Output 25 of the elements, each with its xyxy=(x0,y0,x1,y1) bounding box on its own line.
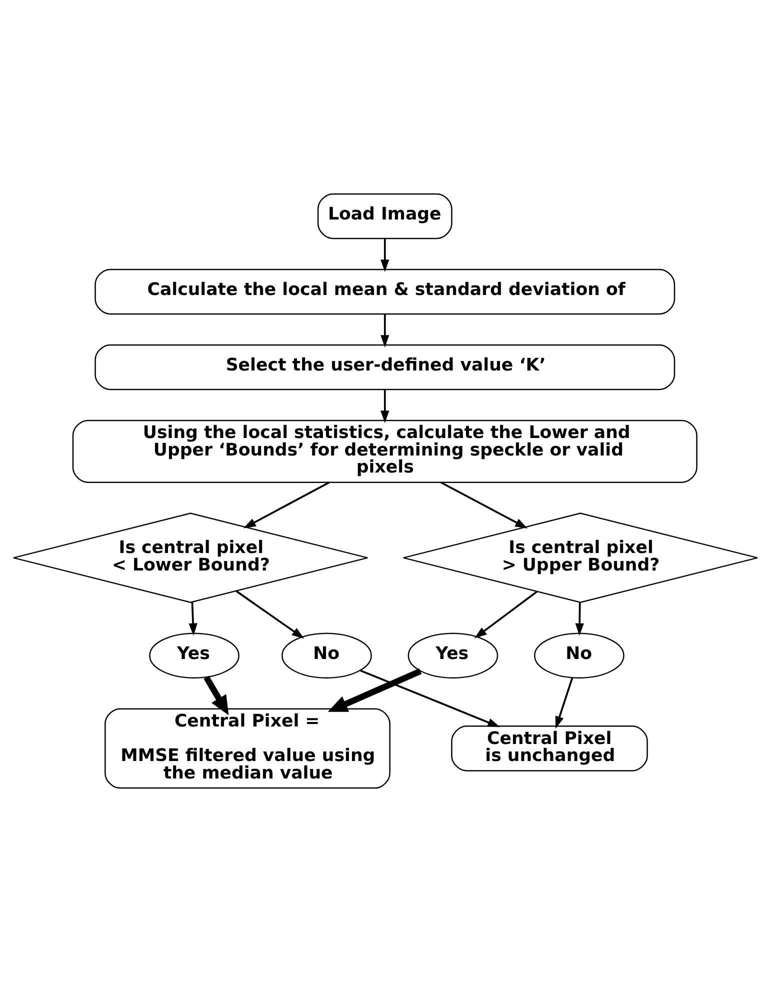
node-ellipse: No xyxy=(534,632,624,678)
arrow xyxy=(236,590,304,638)
node-diamond: Is central pixel < Lower Bound? xyxy=(12,512,368,603)
node-ellipse: No xyxy=(282,632,372,678)
arrow xyxy=(474,590,538,638)
arrow xyxy=(188,602,198,636)
node-box: Load Image xyxy=(317,192,452,239)
arrow xyxy=(360,669,500,727)
node-ellipse: Yes xyxy=(408,632,498,678)
node-ellipse: Yes xyxy=(149,632,240,678)
node-box: Central Pixel is unchanged xyxy=(451,725,648,771)
node-diamond: Is central pixel > Upper Bound? xyxy=(402,512,758,603)
node-box: Calculate the local mean & standard deviation of xyxy=(94,268,676,314)
arrow xyxy=(380,389,390,423)
node-box: Select the user-defined value ‘K’ xyxy=(94,344,676,390)
arrow xyxy=(328,668,422,712)
arrow xyxy=(575,602,584,636)
arrow xyxy=(243,481,330,528)
arrow xyxy=(380,314,390,347)
arrow xyxy=(555,677,574,728)
node-box: Central Pixel = MMSE filtered value using the median value xyxy=(104,708,390,788)
arrow xyxy=(204,675,229,715)
arrow xyxy=(380,238,390,272)
node-box: Using the local statistics, calculate the Lower and Upper ‘Bounds’ for determining speckle or valid pixels xyxy=(72,419,698,482)
arrow xyxy=(440,481,528,528)
